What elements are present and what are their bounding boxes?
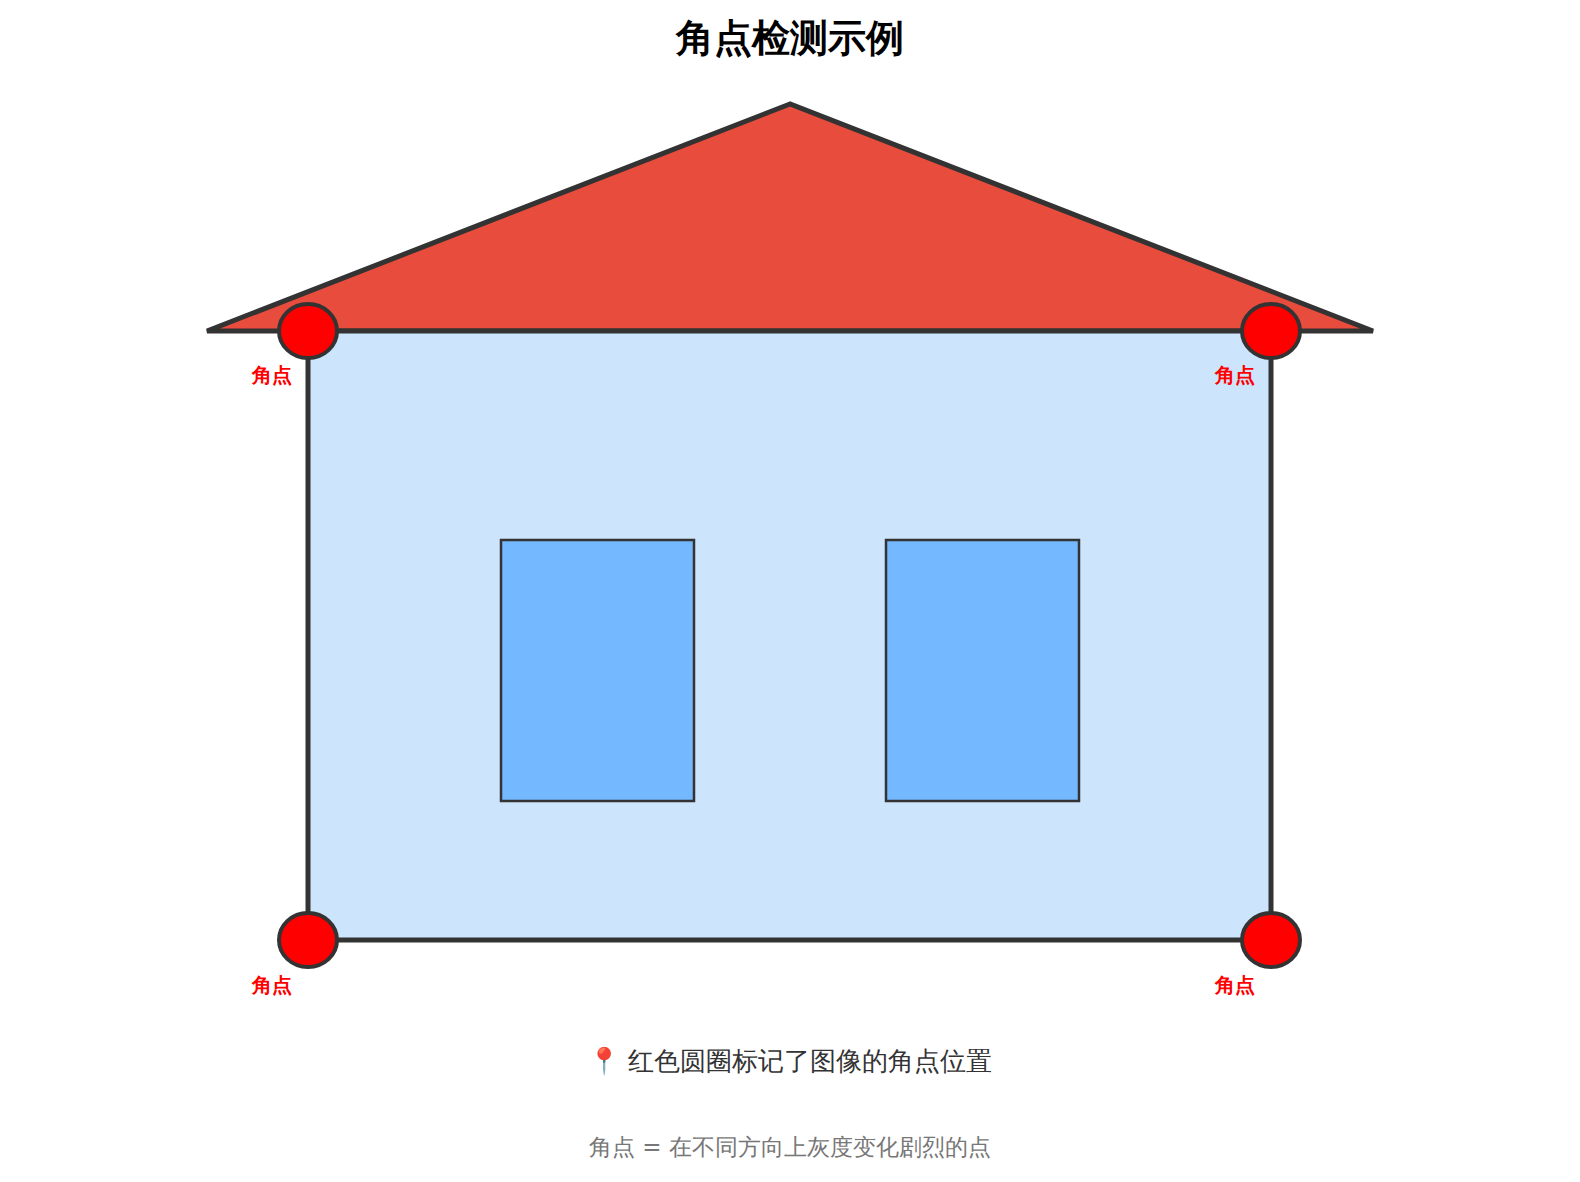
corner-label: 角点 [252, 972, 292, 999]
title: 角点检测示例 [676, 13, 904, 64]
roof [207, 104, 1373, 331]
definition-note: 角点 = 在不同方向上灰度变化剧烈的点 [589, 1132, 991, 1163]
corner-label: 角点 [1215, 362, 1255, 389]
caption: 📍 红色圆圈标记了图像的角点位置 [588, 1044, 992, 1079]
corner-marker [279, 913, 337, 967]
corner-marker [1242, 304, 1300, 358]
corner-marker [279, 304, 337, 358]
corner-marker [1242, 913, 1300, 967]
corner-label: 角点 [252, 362, 292, 389]
corner-label: 角点 [1215, 972, 1255, 999]
window [501, 540, 694, 801]
window [886, 540, 1079, 801]
house-body [308, 331, 1271, 940]
